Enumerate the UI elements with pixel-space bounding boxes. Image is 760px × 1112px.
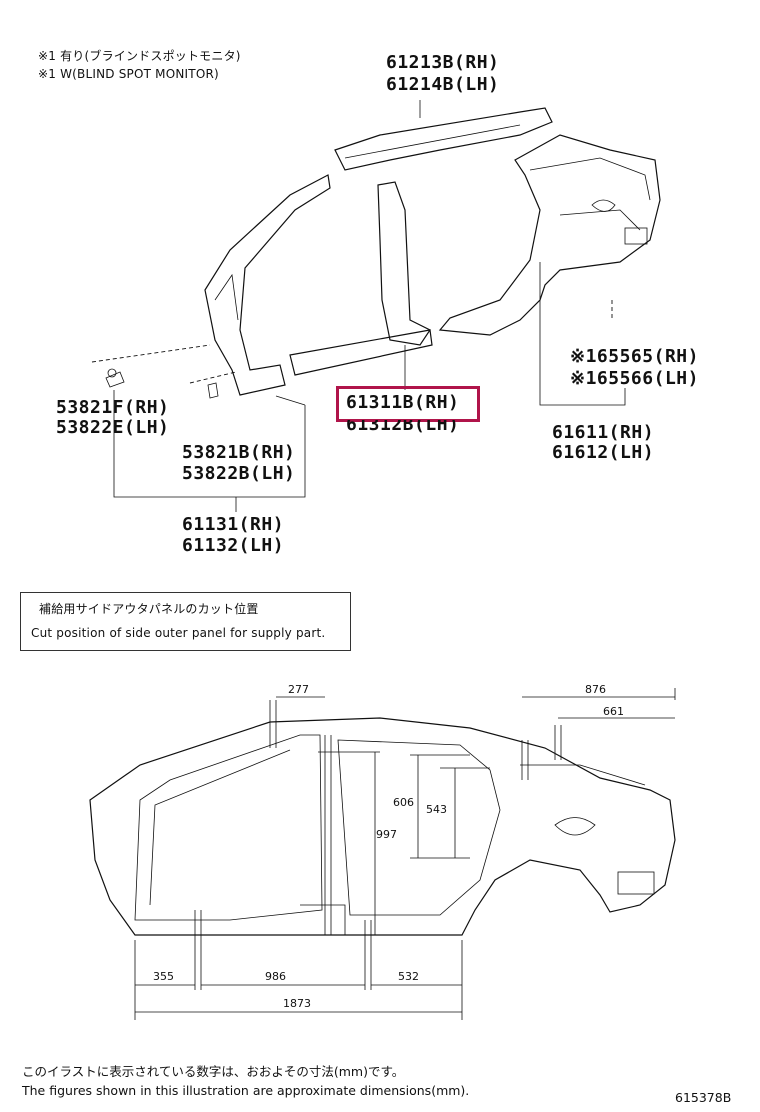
highlight-frame	[336, 386, 480, 422]
part-53821F[interactable]: 53821F(RH)	[56, 397, 170, 418]
part-61132[interactable]: 61132(LH)	[182, 535, 285, 556]
dim-997: 997	[376, 828, 397, 841]
illustration-code: 615378B	[675, 1090, 732, 1105]
part-61611[interactable]: 61611(RH)	[552, 422, 655, 443]
dim-277: 277	[288, 683, 309, 696]
part-53822E[interactable]: 53822E(LH)	[56, 417, 170, 438]
part-61312B[interactable]: 61312B(LH)	[346, 414, 460, 435]
dim-355: 355	[153, 970, 174, 983]
part-61214B[interactable]: 61214B(LH)	[386, 74, 500, 95]
body-side-outline-drawing	[89, 688, 676, 1020]
footer-note-ja: このイラストに表示されている数字は、おおよその寸法(mm)です。	[22, 1064, 405, 1079]
dim-661: 661	[603, 705, 624, 718]
part-61311B[interactable]: 61311B(RH)	[346, 392, 460, 413]
part-53821B[interactable]: 53821B(RH)	[182, 442, 296, 463]
cut-position-title-ja: 補給用サイドアウタパネルのカット位置	[39, 602, 259, 616]
dim-876: 876	[585, 683, 606, 696]
dim-543: 543	[426, 803, 447, 816]
cut-position-title-en: Cut position of side outer panel for sup…	[31, 626, 326, 640]
dim-532: 532	[398, 970, 419, 983]
part-65566[interactable]: ※165566(LH)	[570, 368, 699, 389]
note-bsm-en: ※1 W(BLIND SPOT MONITOR)	[38, 67, 219, 81]
part-61131[interactable]: 61131(RH)	[182, 514, 285, 535]
part-65565[interactable]: ※165565(RH)	[570, 346, 699, 367]
part-61213B[interactable]: 61213B(RH)	[386, 52, 500, 73]
part-61612[interactable]: 61612(LH)	[552, 442, 655, 463]
dim-606: 606	[393, 796, 414, 809]
part-53822B[interactable]: 53822B(LH)	[182, 463, 296, 484]
dim-986: 986	[265, 970, 286, 983]
footer-note-en: The figures shown in this illustration a…	[22, 1083, 470, 1098]
cut-position-box: 補給用サイドアウタパネルのカット位置 Cut position of side …	[20, 592, 351, 651]
exploded-side-panel-drawing	[91, 100, 661, 512]
dim-1873: 1873	[283, 997, 311, 1010]
note-bsm-ja: ※1 有り(ブラインドスポットモニタ)	[38, 49, 241, 63]
